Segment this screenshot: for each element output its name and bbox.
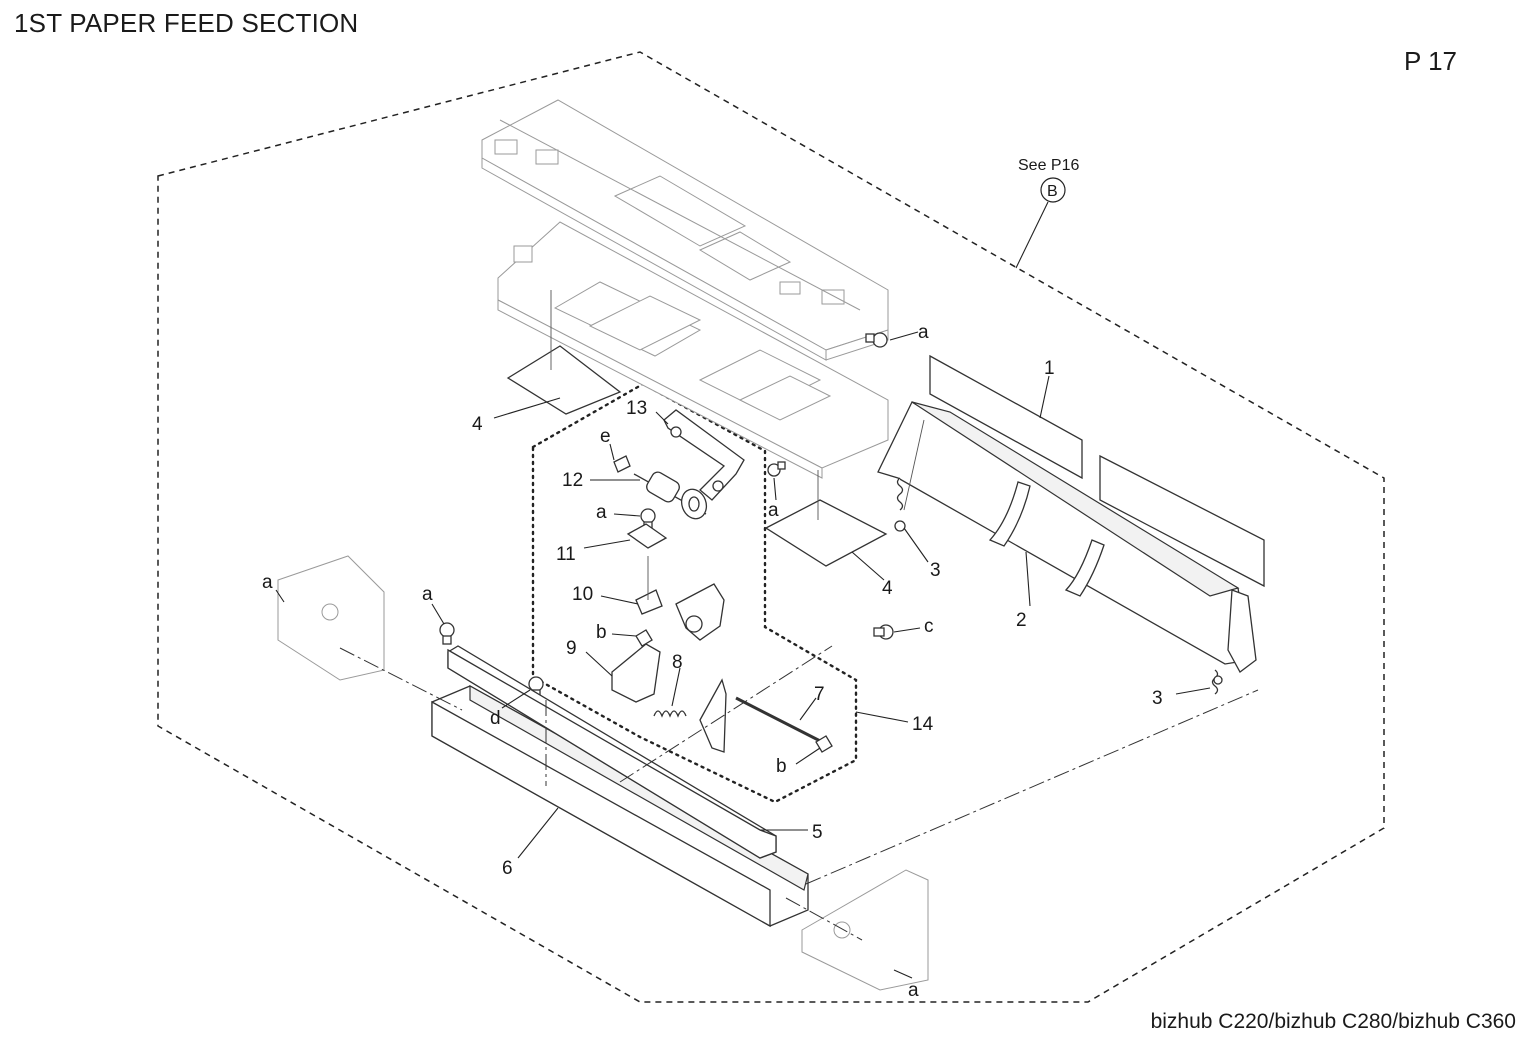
callout-4: 4 [472, 414, 483, 435]
callout-a: a [908, 980, 919, 1001]
screw-icon [767, 461, 786, 477]
part-14-side-bracket [699, 678, 727, 753]
callout-14: 14 [912, 714, 934, 735]
spring-lower [1211, 669, 1223, 695]
callout-b: b [596, 622, 607, 643]
part-12-roller [633, 471, 708, 520]
part-4-sheet-right [764, 499, 888, 567]
reference-symbol: B [1047, 183, 1058, 200]
assembly-boundary [157, 51, 1385, 1003]
part-13-bracket [663, 409, 745, 501]
part-2-guide [877, 401, 1257, 673]
part-11-plate [626, 523, 668, 549]
model-list: bizhub C220/bizhub C280/bizhub C360 [1150, 1010, 1516, 1033]
callout-12: 12 [562, 470, 583, 491]
page-title: 1ST PAPER FEED SECTION [14, 8, 359, 38]
subassembly-14-boundary [531, 382, 858, 804]
callout-c: c [924, 616, 934, 637]
part-7-shaft [735, 696, 831, 748]
callout-5: 5 [812, 822, 823, 843]
b-ring [635, 629, 653, 647]
callout-b: b [776, 756, 787, 777]
callout-1: 1 [1044, 358, 1055, 379]
reference-circle [1040, 177, 1066, 203]
callout-a: a [918, 322, 929, 343]
callout-a: a [768, 500, 779, 521]
part-8-spring [653, 710, 687, 718]
callout-e: e [600, 426, 611, 447]
callout-a: a [596, 502, 607, 523]
callout-11: 11 [556, 544, 576, 565]
right-side-plate [801, 869, 929, 991]
screw-icon [439, 622, 455, 645]
callout-3: 3 [930, 560, 941, 581]
guide-plate [497, 221, 889, 479]
callout-d: d [490, 708, 501, 729]
spring-upper [894, 477, 906, 532]
callout-2: 2 [1016, 610, 1027, 631]
callout-3: 3 [1152, 688, 1163, 709]
callout-a: a [262, 572, 273, 593]
callout-10: 10 [572, 584, 593, 605]
reference-text: See P16 [1018, 157, 1079, 174]
screw-icon [865, 332, 888, 348]
callout-13: 13 [626, 398, 647, 419]
callout-9: 9 [566, 638, 577, 659]
screw-icon [873, 624, 894, 640]
callout-a: a [422, 584, 433, 605]
page-number: P 17 [1404, 46, 1458, 76]
callout-7: 7 [814, 684, 825, 705]
part-9-bracket [611, 643, 661, 703]
callout-8: 8 [672, 652, 683, 673]
callout-6: 6 [502, 858, 513, 879]
part-1-plate [929, 354, 1265, 588]
e-ring [613, 455, 631, 473]
part-10-bracket [635, 556, 725, 641]
left-side-plate [277, 555, 385, 681]
callout-4: 4 [882, 578, 893, 599]
upper-frame [481, 99, 889, 361]
